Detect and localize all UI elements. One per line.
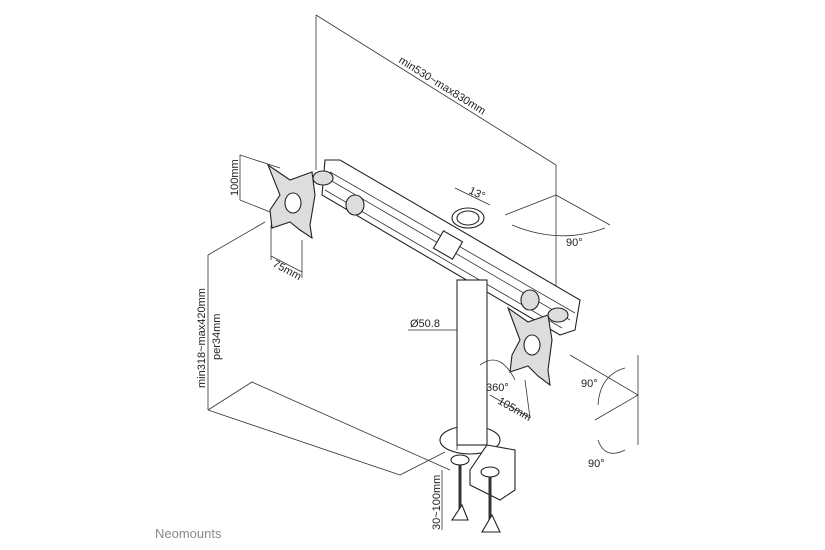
desk-clamp: 30~100mm: [431, 444, 516, 533]
vesa-plate-right: [506, 306, 553, 387]
vesa-width-label: 75mm: [271, 258, 304, 283]
pole-height-dimension: min318~max420mm per34mm: [196, 221, 266, 410]
arm-rail: [312, 159, 581, 336]
swivel-label: 90°: [566, 237, 583, 249]
pole-height-label: min318~max420mm: [196, 288, 208, 388]
tilt-up-label: 90°: [581, 378, 598, 390]
vesa-plate-left: [266, 163, 316, 240]
pole-diameter-label: Ø50.8: [410, 318, 440, 330]
tilt-arm-label: 13°: [467, 185, 487, 203]
desk-outline: [207, 381, 451, 476]
pole: Ø50.8: [408, 279, 501, 455]
vesa-height-label: 100mm: [229, 159, 241, 196]
tilt-indicator: 90° 90°: [569, 354, 639, 470]
pole-step-label: per34mm: [211, 314, 223, 360]
rotation-label: 360°: [486, 382, 509, 394]
arm-length-label: min530~max830mm: [396, 54, 487, 117]
brand-logo: Neomounts: [155, 526, 222, 541]
tilt-down-label: 90°: [588, 458, 605, 470]
desk-thickness-label: 30~100mm: [431, 475, 443, 530]
rotation-indicator: 360° 105mm: [479, 359, 533, 424]
